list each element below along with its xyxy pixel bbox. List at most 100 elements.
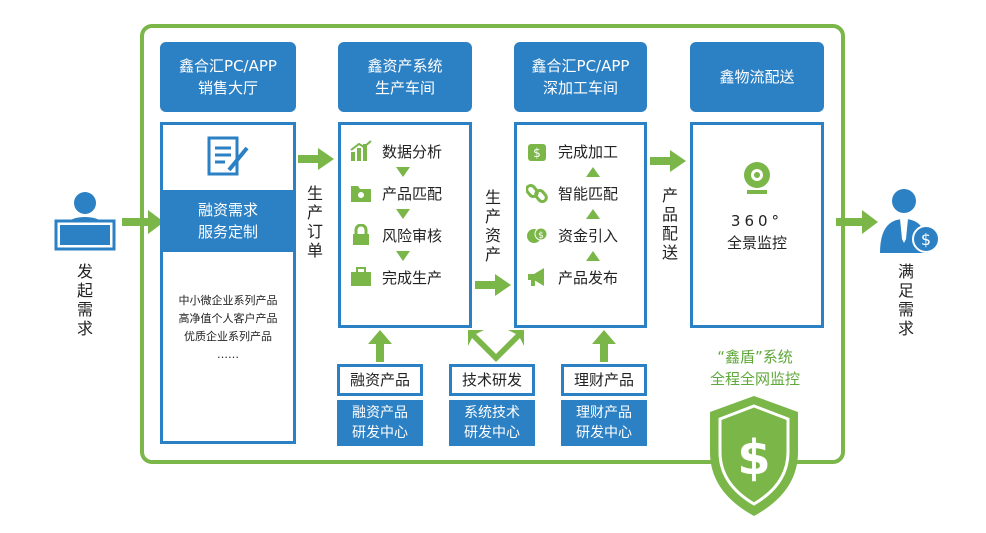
step-data-analysis: 数据分析 [350,140,465,162]
svg-text:$: $ [538,231,544,241]
deep-processing-title: 鑫合汇PC/APP [531,57,630,75]
sales-hall-subtitle: 销售大厅 [197,79,258,97]
process-frame [140,24,845,464]
step-smart-match: 智能匹配 [526,182,641,204]
step-product-release: 产品发布 [526,266,641,288]
arrow-right-icon [122,210,164,238]
conn2-char: 生 [484,188,501,207]
logistics-panel [690,122,824,328]
requester-person-icon [50,185,120,255]
satisfied-char: 需 [897,300,914,319]
up-arrow-icon [586,209,600,219]
shield-icon: $ [706,394,802,522]
requester-char: 需 [76,300,93,319]
dollar-symbol: $ [737,430,770,486]
financing-customization-band: 融资需求 服务定制 [163,190,293,252]
conn3-char: 配 [661,224,678,243]
band-line1: 融资需求 [197,201,258,219]
conn3-char: 品 [661,205,678,224]
arrow-up-icon [592,330,616,366]
satisfied-char: 满 [897,262,914,281]
down-arrow-icon [396,251,410,261]
up-arrow-icon [586,167,600,177]
production-order-label: 生 产 订 单 [305,184,325,260]
production-asset-label: 生 产 资 产 [483,188,503,264]
b2-line2: 研发中心 [464,425,520,441]
requester-label: 发 起 需 求 [75,262,95,338]
step-label: 数据分析 [382,142,443,161]
sales-hall-title: 鑫合汇PC/APP [179,57,277,75]
satisfied-char: 足 [897,281,914,300]
asset-system-header: 鑫资产系统 生产车间 [338,42,472,112]
asset-system-subtitle: 生产车间 [374,79,435,97]
logistics-title: 鑫物流配送 [719,68,795,86]
processing-step-list: $ 完成加工 智能匹配 $ 资金引入 产品发布 [526,140,641,288]
svg-text:$: $ [533,146,541,160]
shield-caption-line1: “鑫盾”系统 [717,348,793,366]
tech-rd-center: 系统技术 研发中心 [449,400,535,446]
monitor-text: 360° 全景监控 [690,210,824,254]
b3-line1: 理财产品 [576,405,632,421]
money-bag-icon: $ [528,144,546,161]
satisfied-char: 求 [897,319,914,338]
requester-char: 起 [76,281,93,300]
product-item: 优质企业系列产品 [184,330,272,343]
conn2-char: 产 [484,245,501,264]
folder-icon [351,186,371,202]
arrow-up-icon [368,330,392,366]
sales-hall-panel [160,122,296,444]
arrow-right-icon [836,210,878,238]
b3-line2: 研发中心 [576,425,632,441]
step-label: 智能匹配 [558,184,619,203]
satisfied-label: 满 足 需 求 [896,262,916,338]
step-label: 产品匹配 [382,184,443,203]
step-production-done: 完成生产 [350,266,465,288]
logistics-header: 鑫物流配送 [690,42,824,112]
document-edit-icon [205,136,251,182]
step-risk-review: 风险审核 [350,224,465,246]
financing-product-box: 融资产品 [337,364,423,396]
step-processing-done: $ 完成加工 [526,140,641,162]
step-fund-intro: $ 资金引入 [526,224,641,246]
step-product-match: 产品匹配 [350,182,465,204]
conn1-char: 生 [306,184,323,203]
financing-rd-center: 融资产品 研发中心 [337,400,423,446]
arrow-right-icon [475,274,511,300]
svg-text:$: $ [921,230,931,249]
asset-system-title: 鑫资产系统 [367,57,443,75]
conn3-char: 送 [661,243,678,262]
deep-processing-header: 鑫合汇PC/APP 深加工车间 [514,42,647,112]
shield-caption: “鑫盾”系统 全程全网监控 [680,346,830,390]
band-line2: 服务定制 [197,223,258,241]
product-item: …… [217,348,239,361]
shield-caption-line2: 全程全网监控 [709,370,800,388]
tech-rd-box: 技术研发 [449,364,535,396]
wealth-rd-center: 理财产品 研发中心 [561,400,647,446]
b2-line1: 系统技术 [464,405,520,421]
b1-line1: 融资产品 [352,405,408,421]
coins-icon: $ [527,227,548,243]
conn2-char: 产 [484,207,501,226]
lock-icon [353,224,369,245]
monitor-line2: 全景监控 [726,234,787,252]
deep-processing-subtitle: 深加工车间 [542,79,618,97]
conn2-char: 资 [484,226,501,245]
link-icon [526,183,548,204]
down-arrow-icon [396,167,410,177]
conn3-char: 产 [661,186,678,205]
asset-step-list: 数据分析 产品匹配 风险审核 完成生产 [350,140,465,288]
requester-char: 求 [76,319,93,338]
step-label: 资金引入 [558,226,619,245]
step-label: 完成生产 [382,268,443,287]
product-delivery-label: 产 品 配 送 [660,186,680,262]
conn1-char: 产 [306,203,323,222]
product-item: 高净值个人客户产品 [178,312,278,325]
monitor-line1: 360° [730,212,784,230]
bar-chart-icon [350,140,372,161]
double-branch-arrow-icon [468,330,524,366]
step-label: 产品发布 [558,268,619,287]
megaphone-icon [528,268,544,286]
wealth-product-box: 理财产品 [561,364,647,396]
camera-icon [740,160,774,200]
arrow-right-icon [650,150,686,176]
